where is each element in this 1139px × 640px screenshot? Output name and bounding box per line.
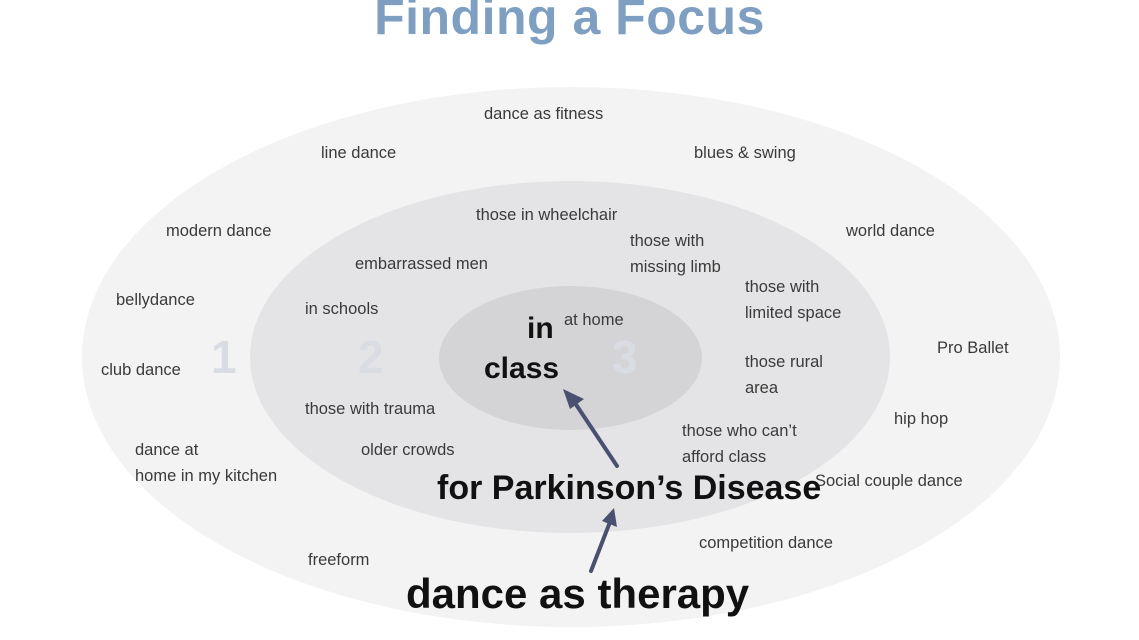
middle-label: older crowds xyxy=(361,441,455,459)
middle-label: those with trauma xyxy=(305,400,436,418)
middle-label: limited space xyxy=(745,304,842,322)
outer-label: freeform xyxy=(308,551,370,569)
outer-label: blues & swing xyxy=(694,144,796,162)
outer-label: home in my kitchen xyxy=(135,467,278,485)
outer-label: line dance xyxy=(321,144,397,162)
middle-label: those with xyxy=(745,278,820,296)
middle-label: in schools xyxy=(305,300,379,318)
outer-label: modern dance xyxy=(166,222,272,240)
center-label-line2: class xyxy=(484,352,560,385)
arrow-to-focus xyxy=(589,508,617,573)
outer-label: dance as fitness xyxy=(484,105,604,123)
middle-label: embarrassed men xyxy=(355,255,488,273)
outer-label: competition dance xyxy=(699,534,833,552)
focus-label: for Parkinson’s Disease xyxy=(437,469,822,507)
outer-label: dance at xyxy=(135,441,199,459)
ring-number-3: 3 xyxy=(612,331,638,383)
outer-label: Social couple dance xyxy=(815,472,963,490)
arrow-head xyxy=(602,508,617,527)
arrow-to-class xyxy=(563,389,619,468)
inner-label: at home xyxy=(564,311,624,329)
middle-label: missing limb xyxy=(630,258,721,276)
outer-label: bellydance xyxy=(116,291,195,309)
root-label: dance as therapy xyxy=(406,570,750,617)
outer-label: Pro Ballet xyxy=(937,339,1009,357)
middle-label: those rural xyxy=(745,353,823,371)
middle-label: those with xyxy=(630,232,705,250)
middle-label: afford class xyxy=(682,448,767,466)
page-title: Finding a Focus xyxy=(374,0,765,45)
ring-number-1: 1 xyxy=(211,331,237,383)
middle-label: area xyxy=(745,379,779,397)
outer-label: hip hop xyxy=(894,410,949,428)
ring-number-2: 2 xyxy=(358,331,384,383)
middle-label: those in wheelchair xyxy=(476,206,618,224)
center-label-line1: in xyxy=(527,312,554,345)
outer-label: world dance xyxy=(846,222,935,240)
middle-label: those who can’t xyxy=(682,422,797,440)
arrow-shaft xyxy=(573,401,619,468)
arrow-head xyxy=(563,389,584,409)
arrow-shaft xyxy=(589,520,612,573)
outer-label: club dance xyxy=(101,361,181,379)
